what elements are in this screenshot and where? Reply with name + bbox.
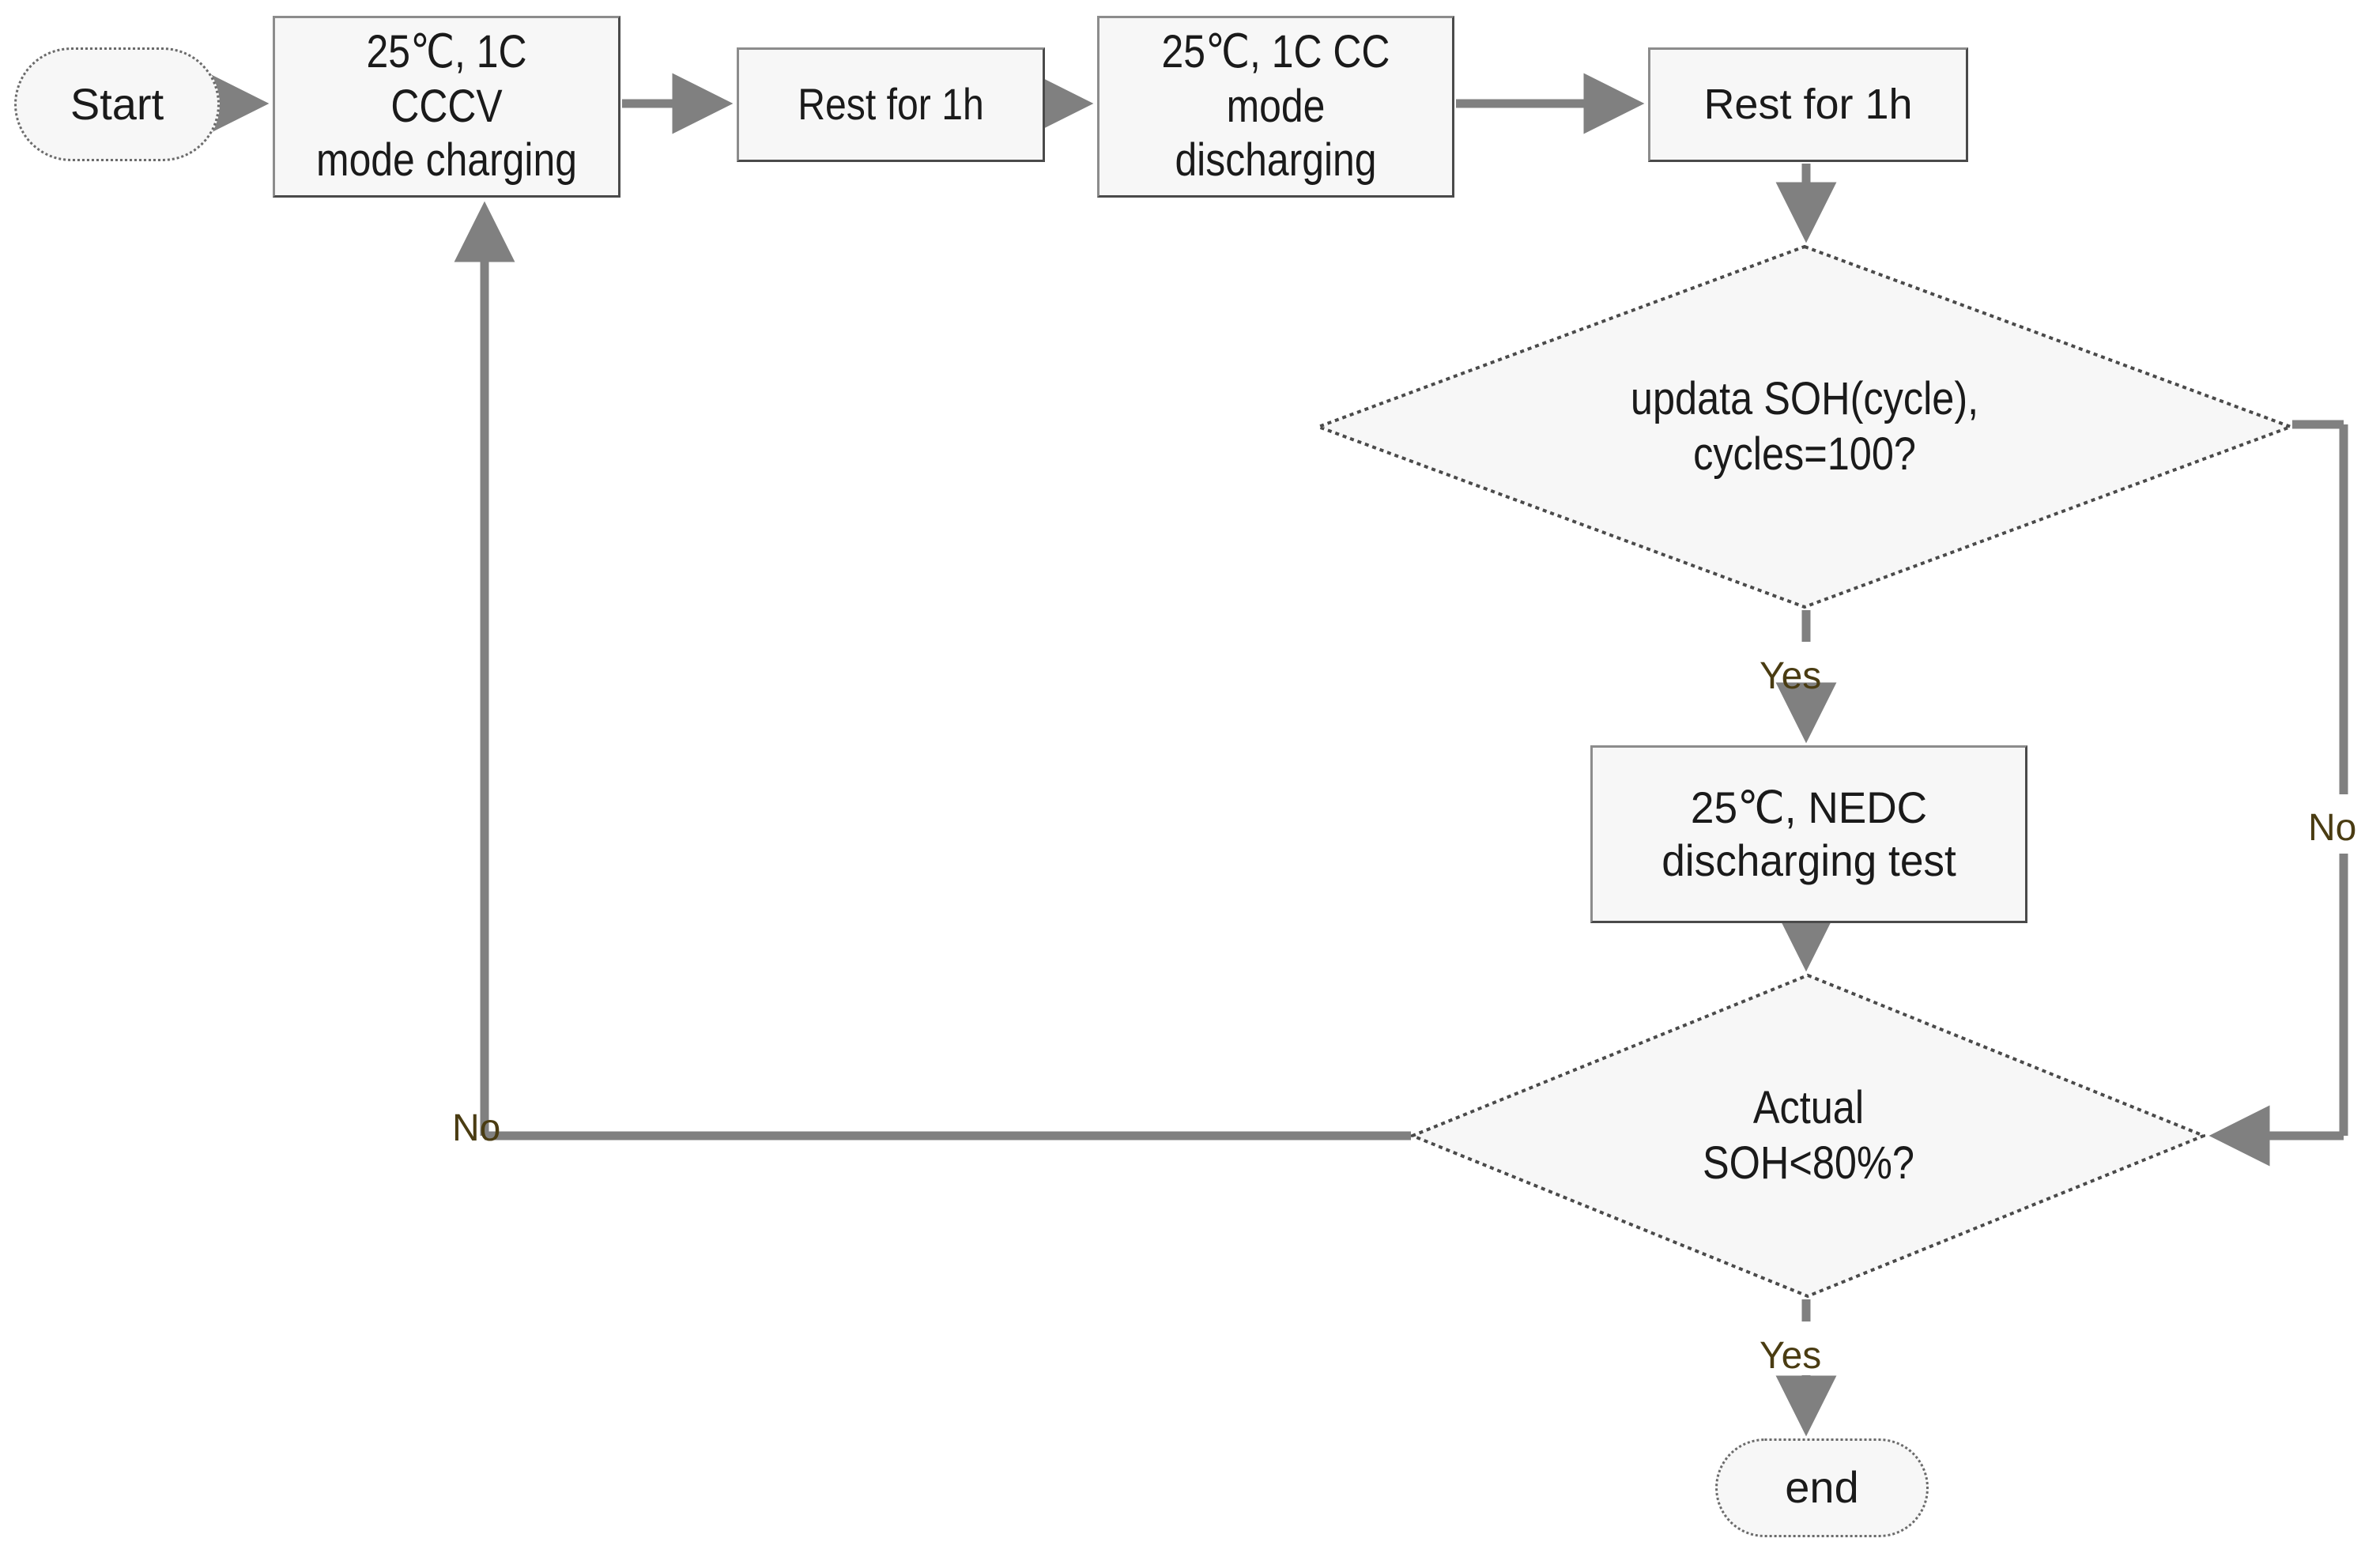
node-nedc-discharging-test[interactable]: 25℃, NEDC discharging test [1590, 745, 2027, 923]
node-end[interactable]: end [1715, 1438, 1929, 1537]
edge-label-soh-yes: Yes [1760, 1335, 1822, 1377]
soh-decision-shape [1411, 974, 2205, 1298]
node-cc-discharging-label: 25℃, 1C CC mode discharging [1161, 26, 1390, 187]
edge-label-cycles-no: No [2308, 807, 2357, 849]
node-end-label: end [1785, 1462, 1859, 1513]
node-cccv-charging[interactable]: 25℃, 1C CCCV mode charging [273, 16, 620, 198]
node-soh-decision[interactable]: Actual SOH<80%? [1411, 974, 2205, 1298]
node-start-label: Start [70, 78, 164, 129]
node-soh-decision-label: Actual SOH<80%? [1702, 1082, 1914, 1189]
cycles-decision-label-wrap: updata SOH(cycle), cycles=100? [1317, 245, 2292, 609]
node-rest-1h-second[interactable]: Rest for 1h [1648, 47, 1968, 162]
node-rest-1h-first-label: Rest for 1h [798, 79, 984, 130]
node-start[interactable]: Start [14, 47, 220, 161]
node-cycles-decision[interactable]: updata SOH(cycle), cycles=100? [1317, 245, 2292, 609]
node-cc-discharging[interactable]: 25℃, 1C CC mode discharging [1097, 16, 1454, 198]
edge-label-cycles-yes: Yes [1760, 655, 1822, 697]
node-rest-1h-first[interactable]: Rest for 1h [737, 47, 1045, 162]
node-cycles-decision-label: updata SOH(cycle), cycles=100? [1630, 373, 1979, 480]
cycles-decision-shape [1317, 245, 2292, 609]
soh-decision-label-wrap: Actual SOH<80%? [1411, 974, 2205, 1298]
node-cccv-charging-label: 25℃, 1C CCCV mode charging [316, 26, 577, 187]
node-rest-1h-second-label: Rest for 1h [1703, 80, 1913, 128]
edge-label-soh-no: No [452, 1107, 501, 1149]
node-nedc-discharging-test-label: 25℃, NEDC discharging test [1661, 782, 1956, 885]
